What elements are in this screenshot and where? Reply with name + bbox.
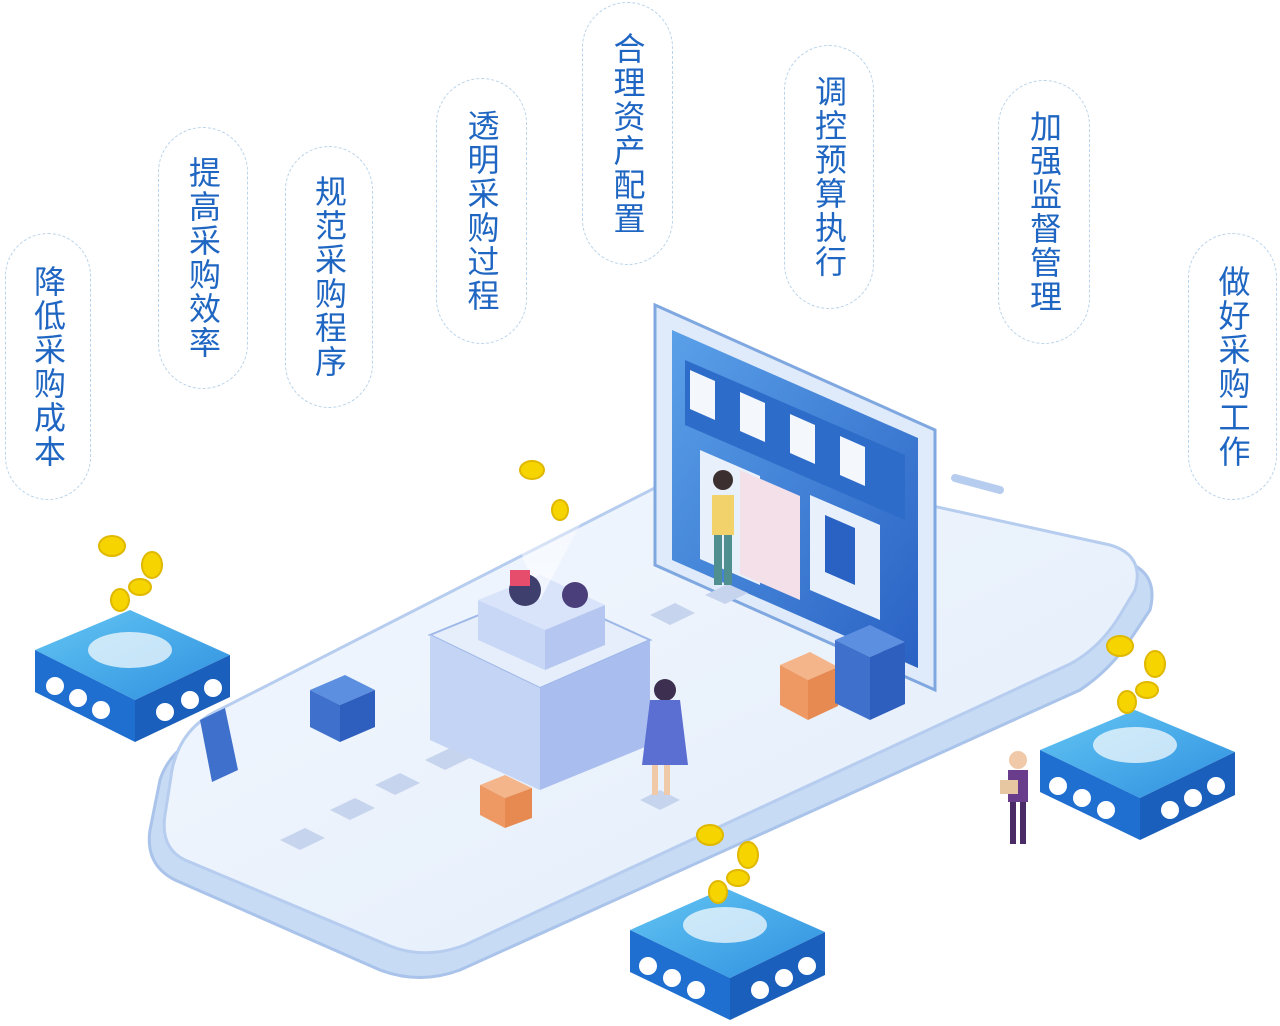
benefit-pill-standardize-procedure: 规范采购程序 — [285, 146, 373, 408]
benefit-pill-strengthen-supervision: 加强监督管理 — [998, 80, 1090, 344]
benefit-pill-improve-efficiency: 提高采购效率 — [158, 127, 248, 389]
benefit-label: 调控预算执行 — [810, 75, 848, 279]
coin-platform-bottom — [630, 888, 825, 1020]
benefit-pill-transparent-process: 透明采购过程 — [436, 78, 527, 344]
benefit-label: 透明采购过程 — [462, 109, 501, 313]
coin-platform-left — [35, 610, 230, 742]
people — [642, 470, 1028, 844]
benefit-label: 做好采购工作 — [1213, 264, 1252, 469]
benefit-pill-budget-control: 调控预算执行 — [784, 45, 874, 309]
benefit-label: 提高采购效率 — [184, 156, 222, 360]
benefit-pill-reduce-cost: 降低采购成本 — [5, 233, 91, 500]
benefit-pill-do-procurement-well: 做好采购工作 — [1188, 233, 1277, 500]
benefit-pill-asset-allocation: 合理资产配置 — [582, 2, 673, 265]
benefit-label: 加强监督管理 — [1025, 110, 1063, 314]
benefit-label: 合理资产配置 — [608, 31, 647, 236]
benefit-label: 降低采购成本 — [29, 264, 67, 469]
gold-coins — [98, 460, 1166, 904]
gift-boxes — [200, 625, 905, 828]
benefit-label: 规范采购程序 — [310, 175, 348, 379]
coin-platform-right — [1040, 710, 1235, 840]
product-box — [427, 450, 653, 790]
